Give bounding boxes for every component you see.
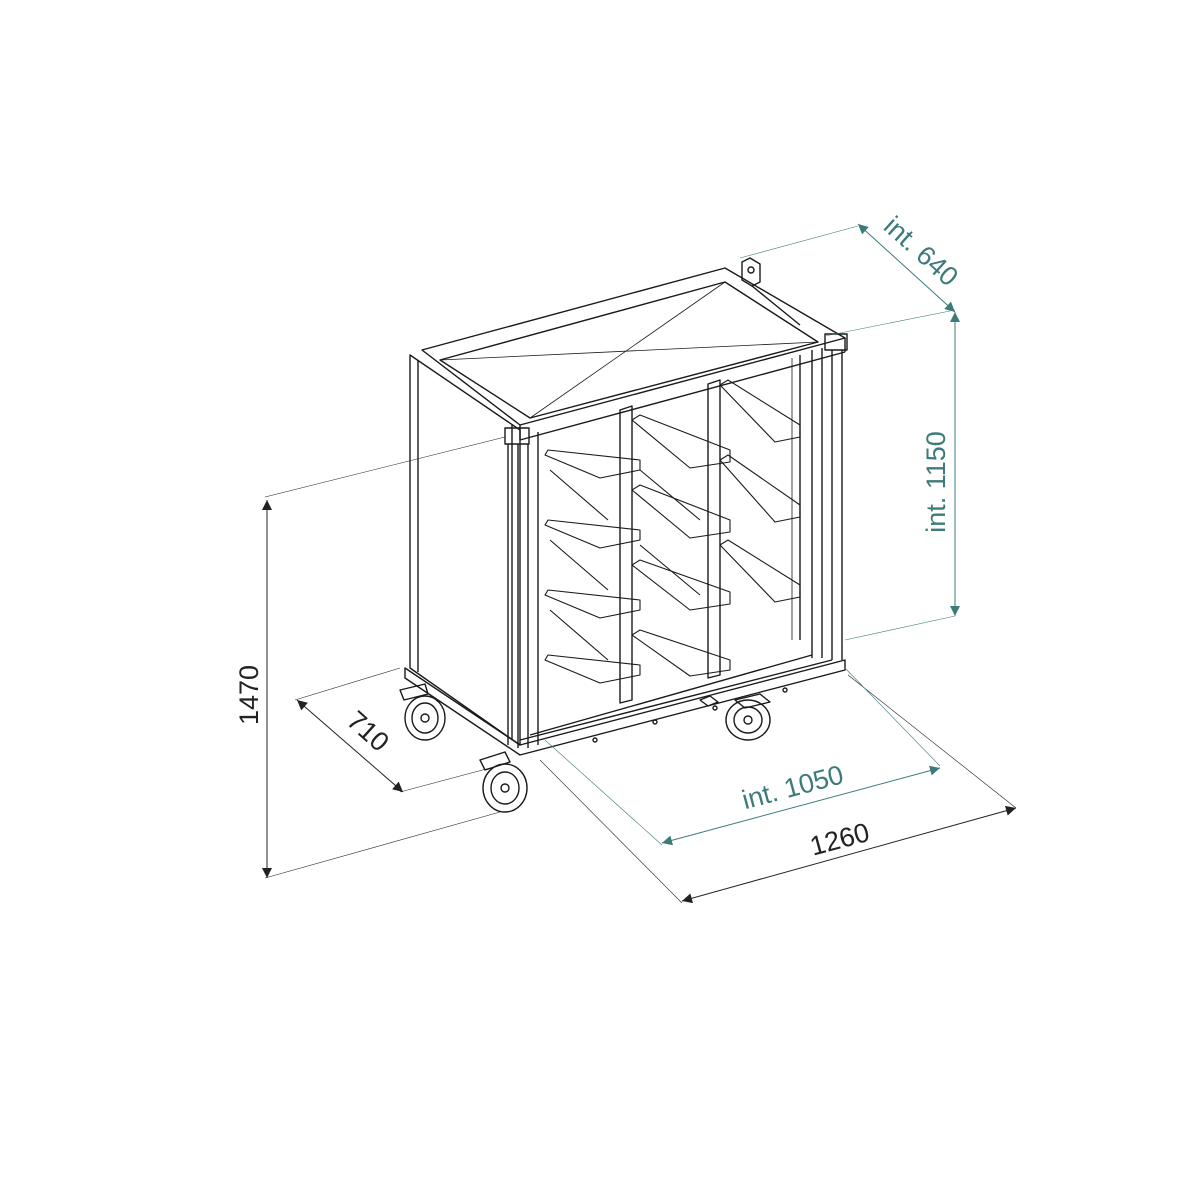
front-right-post: [811, 333, 848, 660]
label-interior-width: int. 1050: [739, 759, 847, 815]
push-handle: [741, 257, 801, 326]
castor-front-left: [479, 751, 528, 813]
front-left-post: [504, 427, 539, 748]
trolley-body: [399, 257, 848, 813]
dimension-interior-width: [544, 667, 941, 846]
label-overall-depth: 710: [341, 705, 395, 757]
top-frame: [421, 267, 846, 441]
dimension-interior-height: [824, 309, 960, 641]
label-overall-height: 1470: [234, 665, 264, 725]
tray-shelves: [544, 379, 801, 684]
castor-right: [725, 693, 771, 741]
bottom-chassis: [404, 654, 846, 756]
dimension-interior-depth: [739, 223, 956, 313]
label-overall-width: 1260: [807, 817, 873, 862]
side-panel: [409, 354, 521, 746]
dimension-overall-height: [262, 436, 506, 879]
rack-dividers: [619, 379, 721, 704]
castor-back-left: [399, 683, 446, 741]
label-interior-height: int. 1150: [921, 431, 951, 533]
dimension-overall-depth: [294, 667, 491, 793]
label-interior-depth: int. 640: [878, 211, 964, 293]
dimension-overall-width: [539, 674, 1017, 904]
